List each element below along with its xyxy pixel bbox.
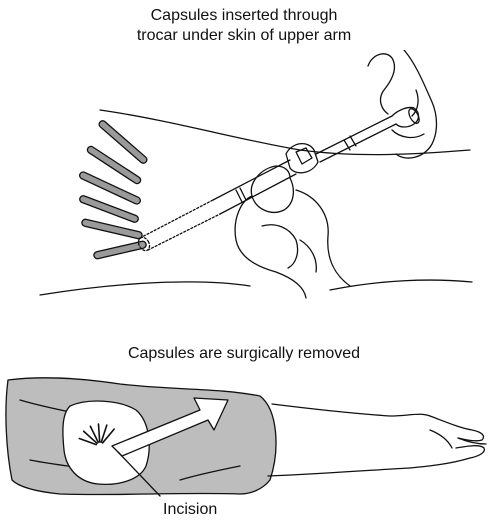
upper-hand-palm	[396, 50, 437, 158]
thumb	[430, 430, 452, 448]
insertion-illustration	[0, 50, 488, 315]
lower-hand-knuckle	[262, 225, 298, 268]
incision-label: Incision	[163, 500, 217, 520]
removal-illustration	[0, 370, 488, 500]
trocar-ring-1	[236, 190, 242, 202]
trocar-hub	[286, 144, 318, 173]
forearm-bottom	[268, 468, 410, 476]
upper-arm-top-edge	[100, 110, 470, 155]
top-caption-line-2: trocar under skin of upper arm	[0, 26, 488, 46]
wrist-hand	[430, 416, 484, 441]
lower-hand-thumb	[251, 166, 293, 212]
top-caption-line-1: Capsules inserted through	[0, 6, 488, 26]
upper-arm-bottom-edge	[40, 282, 250, 295]
bottom-caption: Capsules are surgically removed	[0, 344, 488, 364]
upper-hand-finger	[368, 54, 394, 114]
lower-hand-fingers	[235, 196, 306, 298]
trocar-ring-2	[240, 188, 246, 200]
plunger-collar	[344, 136, 356, 150]
forearm-top	[272, 404, 430, 416]
upper-hand-thumb	[392, 130, 424, 137]
lower-hand-palm	[296, 190, 350, 286]
subdermal-dotted-outline	[140, 200, 220, 250]
lower-hand-crease	[300, 240, 316, 272]
top-caption: Capsules inserted through trocar under s…	[0, 6, 488, 46]
capsule-fan	[79, 119, 149, 259]
upper-arm-bottom-right	[330, 280, 472, 290]
